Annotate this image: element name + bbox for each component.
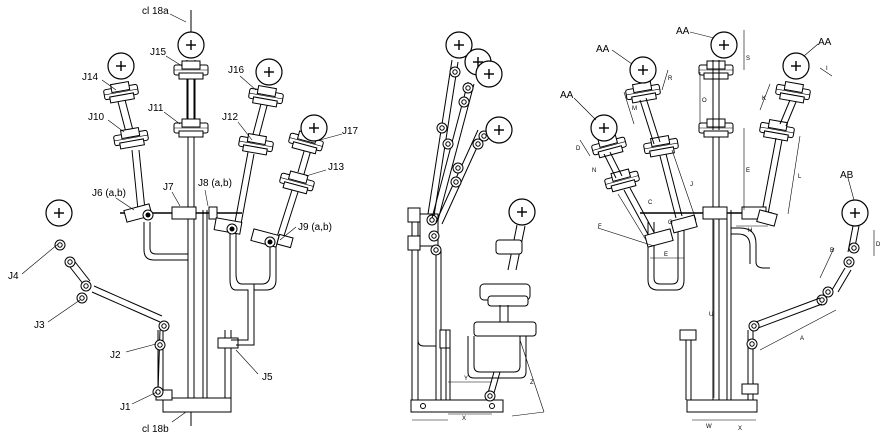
label-cl18b: cl 18b [142, 424, 169, 435]
crosshair-circle-icon [710, 31, 738, 59]
label-J10: J10 [88, 112, 105, 123]
label-J16: J16 [228, 65, 245, 76]
label-AA: AA [676, 26, 690, 37]
svg-text:W: W [706, 424, 712, 430]
label-AB: AB [840, 170, 854, 181]
crosshair-circle-icon [629, 56, 657, 84]
label-J1: J1 [120, 402, 131, 413]
label-J17: J17 [342, 126, 359, 137]
label-J2: J2 [110, 350, 121, 361]
svg-text:C: C [648, 200, 653, 206]
right-view: AA AA AA AA AB S O E U W X H E G R M J D… [560, 26, 881, 432]
crosshair-circle-icon [107, 52, 135, 80]
label-J13: J13 [328, 162, 345, 173]
svg-text:J: J [690, 182, 693, 188]
label-J6: J6 (a,b) [92, 188, 126, 199]
crosshair-circle-icon [841, 199, 869, 227]
crosshair-circle-icon [45, 199, 73, 227]
label-J12: J12 [222, 112, 239, 123]
left-view: cl 18a cl 18b J1 J2 J3 J4 J5 J6 (a,b) J7… [8, 6, 359, 435]
svg-text:X: X [462, 416, 466, 422]
joint-J11 [173, 118, 209, 138]
svg-text:H: H [748, 228, 752, 234]
label-J4: J4 [8, 271, 19, 282]
crosshair-circle-icon [508, 198, 536, 226]
joint-J15 [173, 60, 209, 80]
middle-view: Y X Z [407, 31, 545, 422]
label-AA: AA [560, 90, 574, 101]
label-J14: J14 [82, 72, 99, 83]
svg-text:B: B [830, 248, 834, 254]
svg-text:R: R [668, 76, 673, 82]
svg-text:I: I [826, 66, 828, 72]
svg-text:Y: Y [464, 376, 468, 382]
crosshair-circle-icon [485, 116, 513, 144]
label-AA: AA [818, 37, 832, 48]
svg-text:M: M [632, 106, 637, 112]
svg-text:F: F [598, 224, 602, 230]
svg-text:O: O [702, 98, 707, 104]
svg-text:X: X [738, 426, 742, 432]
crosshair-circle-icon [475, 60, 503, 88]
svg-text:D: D [876, 242, 881, 248]
crosshair-circle-icon [300, 114, 328, 142]
svg-text:N: N [592, 168, 596, 174]
label-J9: J9 (a,b) [298, 222, 332, 233]
label-J8: J8 (a,b) [198, 178, 232, 189]
svg-text:S: S [746, 56, 750, 62]
crosshair-circle-icon [782, 52, 810, 80]
label-AA: AA [596, 44, 610, 55]
svg-text:L: L [798, 174, 802, 180]
svg-text:Z: Z [530, 380, 534, 386]
label-J7: J7 [163, 182, 174, 193]
crosshair-circle-icon [177, 31, 205, 59]
svg-text:E: E [664, 252, 668, 258]
label-J5: J5 [262, 372, 273, 383]
label-cl18a: cl 18a [142, 6, 169, 17]
svg-text:E: E [746, 168, 750, 174]
crosshair-circle-icon [255, 58, 283, 86]
svg-text:D: D [576, 146, 581, 152]
svg-text:K: K [762, 96, 766, 102]
label-J11: J11 [148, 103, 164, 114]
svg-text:A: A [800, 336, 804, 342]
svg-text:G: G [668, 220, 673, 226]
label-J3: J3 [34, 320, 45, 331]
label-J15: J15 [150, 47, 167, 58]
svg-text:U: U [709, 312, 713, 318]
